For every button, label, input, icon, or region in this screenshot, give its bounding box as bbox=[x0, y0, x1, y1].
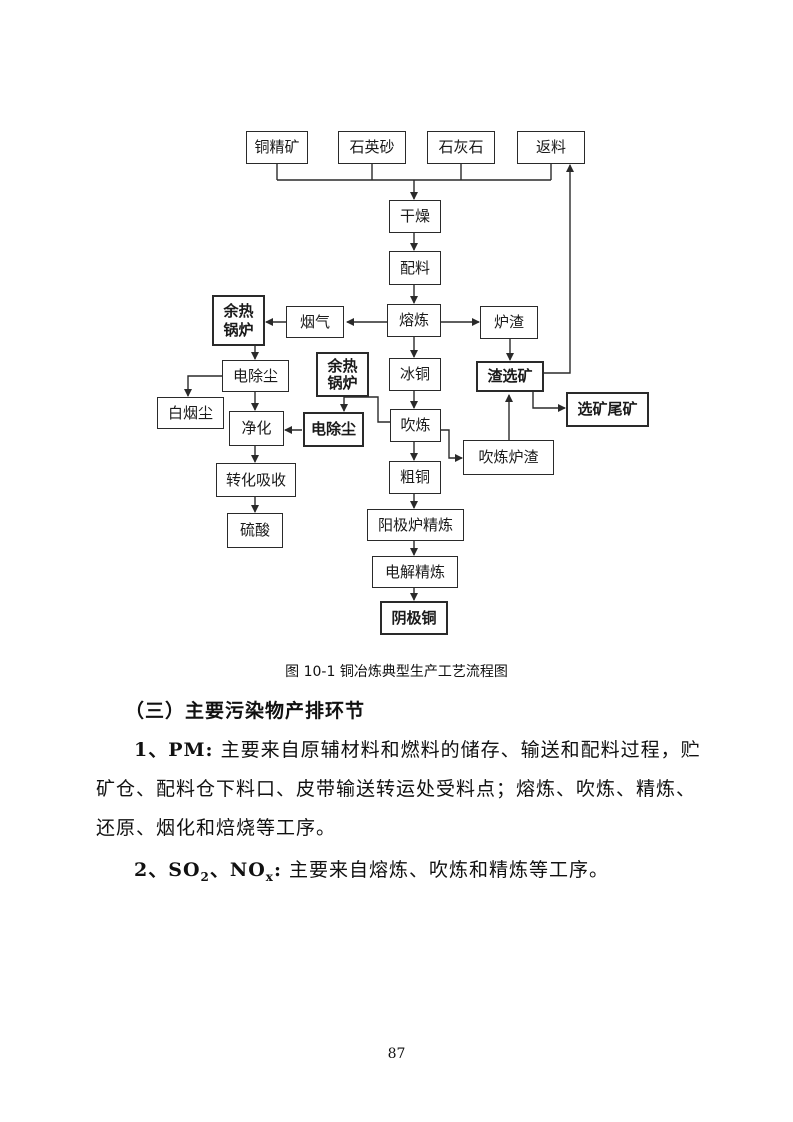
lead-so: 2、SO bbox=[134, 859, 201, 881]
node-cathode-copper: 阴极铜 bbox=[380, 601, 448, 635]
node-sulfuric-acid: 硫酸 bbox=[227, 513, 283, 548]
lead-no-subscript: x bbox=[265, 869, 274, 884]
node-esp-dust-2: 电除尘 bbox=[303, 412, 364, 447]
node-waste-heat-boiler-1: 余热 锅炉 bbox=[212, 295, 265, 346]
arrow-to-white-dust bbox=[184, 375, 222, 397]
node-waste-heat-boiler-2: 余热 锅炉 bbox=[316, 352, 369, 397]
section-heading: （三）主要污染物产排环节 bbox=[125, 700, 366, 722]
figure-caption: 图 10-1 铜冶炼典型生产工艺流程图 bbox=[285, 664, 508, 680]
lead-no: 、NO bbox=[209, 859, 266, 881]
node-flue-gas: 烟气 bbox=[286, 306, 344, 338]
paragraph-pm-text: 主要来自原辅材料和燃料的储存、输送和配料过程，贮矿仓、配料仓下料口、皮带输送转运… bbox=[96, 739, 701, 839]
node-copper-concentrate: 铜精矿 bbox=[246, 131, 308, 164]
arrow-slag-flotation-to-tailings bbox=[532, 392, 566, 412]
paragraph-pm: 1、PM: 主要来自原辅材料和燃料的储存、输送和配料过程，贮矿仓、配料仓下料口、… bbox=[96, 731, 706, 848]
node-anode-refining: 阳极炉精炼 bbox=[367, 509, 464, 541]
node-smelting: 熔炼 bbox=[387, 304, 441, 337]
lead-colon: : bbox=[273, 859, 282, 881]
node-matte: 冰铜 bbox=[389, 358, 441, 391]
flowchart-connectors bbox=[184, 164, 574, 601]
paragraph-pm-lead: 1、PM: bbox=[134, 739, 214, 761]
node-white-dust: 白烟尘 bbox=[157, 397, 224, 429]
node-converting: 吹炼 bbox=[390, 409, 441, 442]
node-conversion-absorption: 转化吸收 bbox=[216, 463, 296, 497]
node-slag-flotation: 渣选矿 bbox=[476, 361, 544, 392]
node-drying: 干燥 bbox=[389, 200, 441, 233]
arrow-converting-to-boiler-2 bbox=[340, 396, 390, 423]
node-blister-copper: 粗铜 bbox=[389, 461, 441, 494]
arrow-return-to-return-material bbox=[544, 164, 574, 374]
node-flotation-tailings: 选矿尾矿 bbox=[566, 392, 649, 427]
arrow-to-converter-slag bbox=[441, 429, 463, 462]
node-esp-dust-1: 电除尘 bbox=[222, 360, 289, 392]
node-quartz-sand: 石英砂 bbox=[338, 131, 406, 164]
node-return-material: 返料 bbox=[517, 131, 585, 164]
page-number: 87 bbox=[387, 1046, 406, 1062]
paragraph-so2-nox: 2、SO2、NOx: 主要来自熔炼、吹炼和精炼等工序。 bbox=[96, 851, 706, 897]
paragraph-so2-nox-text: 主要来自熔炼、吹炼和精炼等工序。 bbox=[281, 859, 609, 881]
paragraph-so2-nox-lead: 2、SO2、NOx: bbox=[134, 859, 282, 884]
node-limestone: 石灰石 bbox=[427, 131, 495, 164]
process-flowchart: 铜精矿 石英砂 石灰石 返料 干燥 配料 熔炼 烟气 余热 锅炉 炉渣 渣选矿 … bbox=[157, 131, 649, 635]
node-electrolytic-refining: 电解精炼 bbox=[372, 556, 458, 588]
node-slag: 炉渣 bbox=[480, 306, 538, 339]
node-batching: 配料 bbox=[389, 251, 441, 285]
lead-so-subscript: 2 bbox=[200, 869, 210, 884]
node-converter-slag: 吹炼炉渣 bbox=[463, 440, 554, 475]
node-purification: 净化 bbox=[229, 411, 284, 446]
